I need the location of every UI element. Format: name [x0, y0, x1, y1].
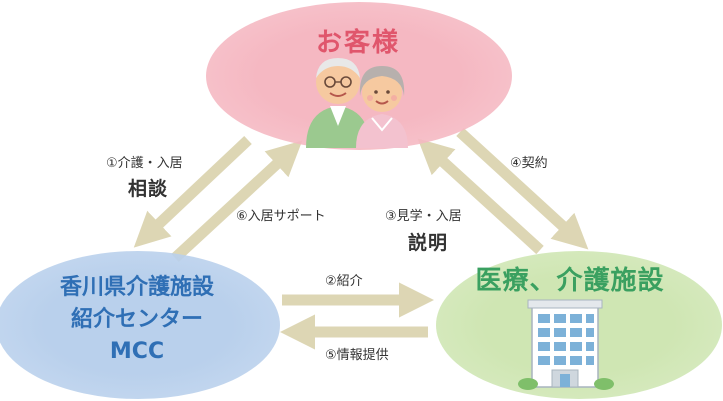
customer-title: お客様	[315, 28, 400, 58]
consult-step-label: ①介護・入居	[106, 156, 183, 171]
contract-step-label: ④契約	[510, 156, 548, 171]
info-step-label: ⑤情報提供	[325, 348, 389, 363]
elderly-couple-icon	[306, 58, 408, 148]
arrow-support	[171, 140, 303, 263]
explain-word-label: 説明	[408, 232, 449, 254]
support-step-label: ⑥入居サポート	[236, 209, 326, 224]
building-icon	[518, 299, 614, 390]
mcc-title-line-2: 紹介センター	[70, 307, 203, 332]
consult-word-label: 相談	[128, 178, 169, 200]
mcc-title-line-1: 香川県介護施設	[59, 275, 214, 300]
explain-step-label: ③見学・入居	[385, 209, 462, 224]
arrow-explain	[417, 138, 544, 255]
arrow-contract	[456, 127, 589, 250]
introduce-step-label: ②紹介	[325, 274, 363, 289]
mcc-title-line-3: MCC	[109, 339, 165, 364]
mcc-title: 香川県介護施設 紹介センター MCC	[22, 272, 252, 368]
hospital-title: 医療、介護施設	[475, 266, 665, 296]
arrow-consult	[133, 135, 252, 248]
mcc-node	[0, 251, 280, 399]
